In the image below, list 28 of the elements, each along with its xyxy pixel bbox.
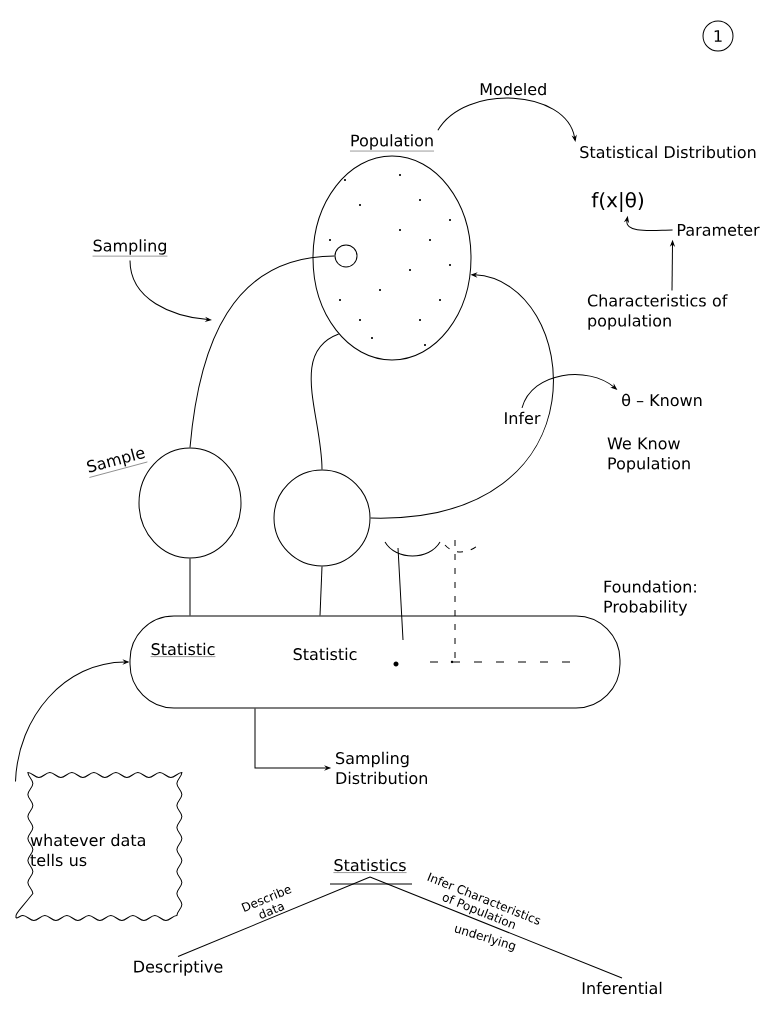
- arrow: [521, 374, 617, 409]
- handwritten-label: Statistical Distribution: [580, 145, 756, 159]
- arrow: [437, 97, 577, 142]
- handwritten-label: Statistics: [333, 858, 407, 873]
- handwritten-label: Sampling: [92, 239, 168, 257]
- arrow: [129, 260, 212, 322]
- handwritten-note: Foundation: Probability: [604, 580, 696, 616]
- arrow: [15, 660, 129, 782]
- node-label: Sample: [86, 448, 145, 473]
- arrow: [370, 272, 554, 519]
- handwritten-note: We Know Population: [607, 437, 690, 473]
- arrow: [670, 240, 675, 291]
- arrow: [254, 708, 331, 770]
- rounded-blob: Statistic Statistic: [129, 615, 621, 709]
- handwritten-label: Parameter: [677, 224, 760, 236]
- handwritten-label: Sampling Distribution: [336, 751, 427, 785]
- page-number: 1: [714, 30, 722, 42]
- formula-label: f(x|θ): [591, 191, 643, 213]
- handwritten-label: Inferential: [582, 981, 662, 995]
- circle: [334, 244, 358, 268]
- handwritten-label: Characteristics of population: [587, 294, 728, 330]
- cloud-box: whatever data tells us: [15, 772, 183, 921]
- arrow: [624, 216, 674, 231]
- circle: [273, 469, 371, 567]
- handwritten-label: Infer: [505, 411, 541, 425]
- node-label: Population: [351, 134, 433, 150]
- handwritten-label: Descriptive: [134, 960, 223, 976]
- handwritten-label: θ – Known: [622, 393, 702, 407]
